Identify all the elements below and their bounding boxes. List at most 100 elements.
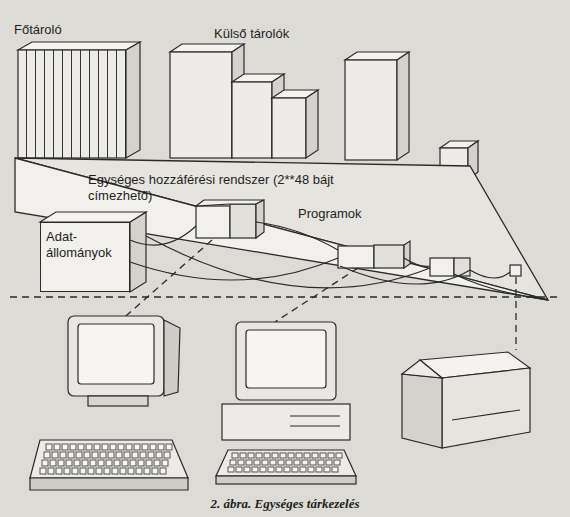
key (92, 452, 98, 458)
key (48, 468, 54, 474)
key (54, 444, 60, 450)
key (318, 460, 324, 465)
key (74, 460, 80, 466)
key (84, 452, 90, 458)
key (62, 444, 68, 450)
key (112, 468, 118, 474)
key (72, 468, 78, 474)
key (160, 468, 166, 474)
key (312, 453, 318, 458)
key (336, 453, 342, 458)
key (58, 460, 64, 466)
key (310, 460, 316, 465)
key (80, 468, 86, 474)
key (332, 467, 338, 472)
key (68, 452, 74, 458)
key (40, 468, 46, 474)
key (98, 460, 104, 466)
key (236, 467, 242, 472)
key (66, 460, 72, 466)
key (294, 460, 300, 465)
key (144, 468, 150, 474)
key (300, 467, 306, 472)
key (90, 460, 96, 466)
key (118, 444, 124, 450)
key (296, 453, 302, 458)
key (146, 460, 152, 466)
region-label: Programok (298, 206, 362, 222)
keyboard-keys (40, 444, 172, 474)
key (108, 452, 114, 458)
key (228, 467, 234, 472)
key (240, 453, 246, 458)
key (230, 460, 236, 465)
key (132, 452, 138, 458)
key (114, 460, 120, 466)
key (272, 453, 278, 458)
key (286, 460, 292, 465)
key (256, 453, 262, 458)
key (304, 453, 310, 458)
key (44, 452, 50, 458)
access-slab (15, 158, 548, 300)
key (130, 460, 136, 466)
key (124, 452, 130, 458)
key (106, 460, 112, 466)
key (88, 468, 94, 474)
key (246, 460, 252, 465)
key (142, 444, 148, 450)
data-box: Adat-állományok (40, 222, 130, 292)
key (96, 468, 102, 474)
key (292, 467, 298, 472)
key (152, 468, 158, 474)
key (110, 444, 116, 450)
key (254, 460, 260, 465)
key (264, 453, 270, 458)
key (128, 468, 134, 474)
key (94, 444, 100, 450)
region-label: Főtároló (14, 22, 62, 38)
key (324, 467, 330, 472)
key (244, 467, 250, 472)
key (86, 444, 92, 450)
key (50, 460, 56, 466)
key (126, 444, 132, 450)
program-boxes (196, 200, 521, 276)
key (280, 453, 286, 458)
key (82, 460, 88, 466)
key (60, 452, 66, 458)
key (158, 444, 164, 450)
node-text: Egységes hozzáférési rendszer (2**48 báj… (88, 172, 348, 204)
key (166, 444, 172, 450)
printer (402, 352, 530, 448)
key (156, 452, 162, 458)
access-layer-band: Egységes hozzáférési rendszer (2**48 báj… (88, 172, 348, 204)
key (238, 460, 244, 465)
node-text: Adat-állományok (46, 229, 124, 261)
key (316, 467, 322, 472)
personal-computer (216, 322, 356, 484)
key (138, 460, 144, 466)
key (252, 467, 258, 472)
key (262, 460, 268, 465)
key (302, 460, 308, 465)
key (120, 468, 126, 474)
figure-caption: 2. ábra. Egységes tárkezelés (0, 496, 570, 512)
key (104, 468, 110, 474)
key (326, 460, 332, 465)
key (164, 452, 170, 458)
key (134, 444, 140, 450)
key (46, 444, 52, 450)
key (140, 452, 146, 458)
key (260, 467, 266, 472)
key (64, 468, 70, 474)
program-flow-curves (130, 222, 548, 300)
key (102, 444, 108, 450)
key (116, 452, 122, 458)
key (320, 453, 326, 458)
region-label: Külső tárolók (214, 26, 289, 42)
key (52, 452, 58, 458)
key (334, 460, 340, 465)
key (268, 467, 274, 472)
key (76, 452, 82, 458)
